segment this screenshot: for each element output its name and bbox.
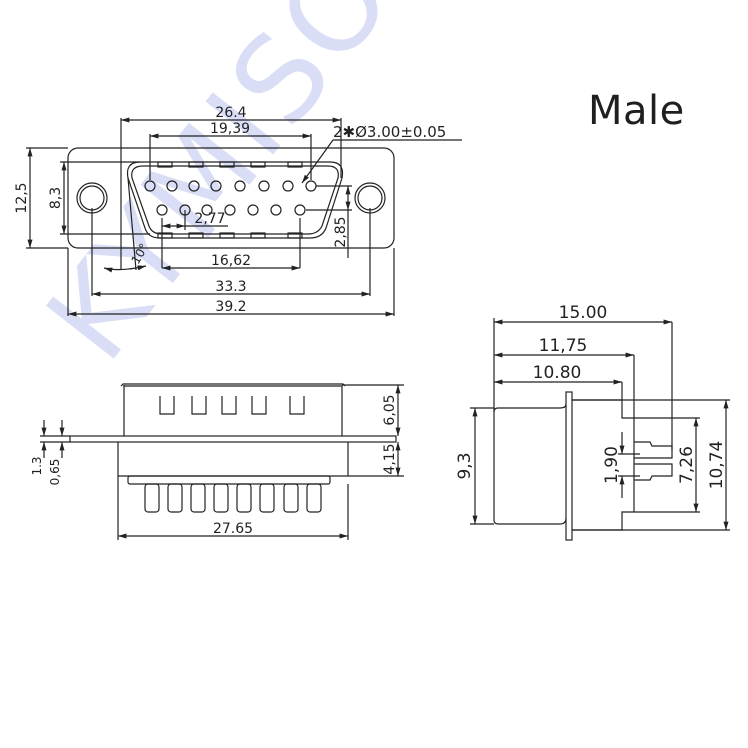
page-title: Male	[588, 88, 685, 134]
flange-outline	[67, 147, 395, 249]
dim-flange-height: 12,5	[14, 182, 30, 213]
dim-total-length: 15.00	[559, 303, 608, 323]
profile-view	[470, 318, 730, 541]
dim-profile-shell-height: 9,3	[455, 452, 475, 479]
flange-plate	[69, 435, 397, 443]
dim-flange-width: 39.2	[215, 299, 246, 315]
dim-lower-height: 4,15	[382, 443, 398, 474]
dim-shell-angle: 10°	[128, 241, 151, 266]
shell-tabs	[157, 161, 303, 239]
solder-cups	[144, 483, 322, 513]
pins-bottom-row	[156, 204, 306, 216]
dim-flange-thickness: 1.3	[30, 456, 44, 475]
side-view	[40, 383, 404, 540]
dim-plate-thickness: 0,65	[48, 459, 62, 486]
dim-hole-spacing: 33.3	[215, 279, 246, 295]
dim-shell-height: 8,3	[48, 187, 64, 209]
profile-flange	[565, 391, 573, 541]
dim-insulator-height: 7,26	[677, 446, 697, 484]
dim-mount-hole: 2✱Ø3.00±0.05	[333, 123, 446, 141]
side-slots	[159, 396, 305, 415]
dim-upper-height: 6,05	[382, 394, 398, 425]
front-view	[26, 117, 462, 317]
dim-profile-flange-height: 10,74	[707, 441, 727, 490]
pins-top-row	[144, 180, 317, 192]
dim-shell-depth: 10.80	[533, 363, 582, 383]
dim-pin-pitch: 2,77	[194, 211, 225, 227]
dim-body-to-pins: 11,75	[539, 336, 588, 356]
dim-body-width: 27.65	[213, 521, 253, 537]
dim-top-row-span: 19,39	[210, 121, 250, 137]
dim-row-offset: 2,85	[333, 216, 349, 247]
d-shell	[126, 161, 344, 239]
dim-pin-spacing: 1,90	[602, 446, 622, 484]
dim-bottom-row-span: 16,62	[211, 253, 251, 269]
dim-shell-width: 26.4	[215, 105, 246, 121]
